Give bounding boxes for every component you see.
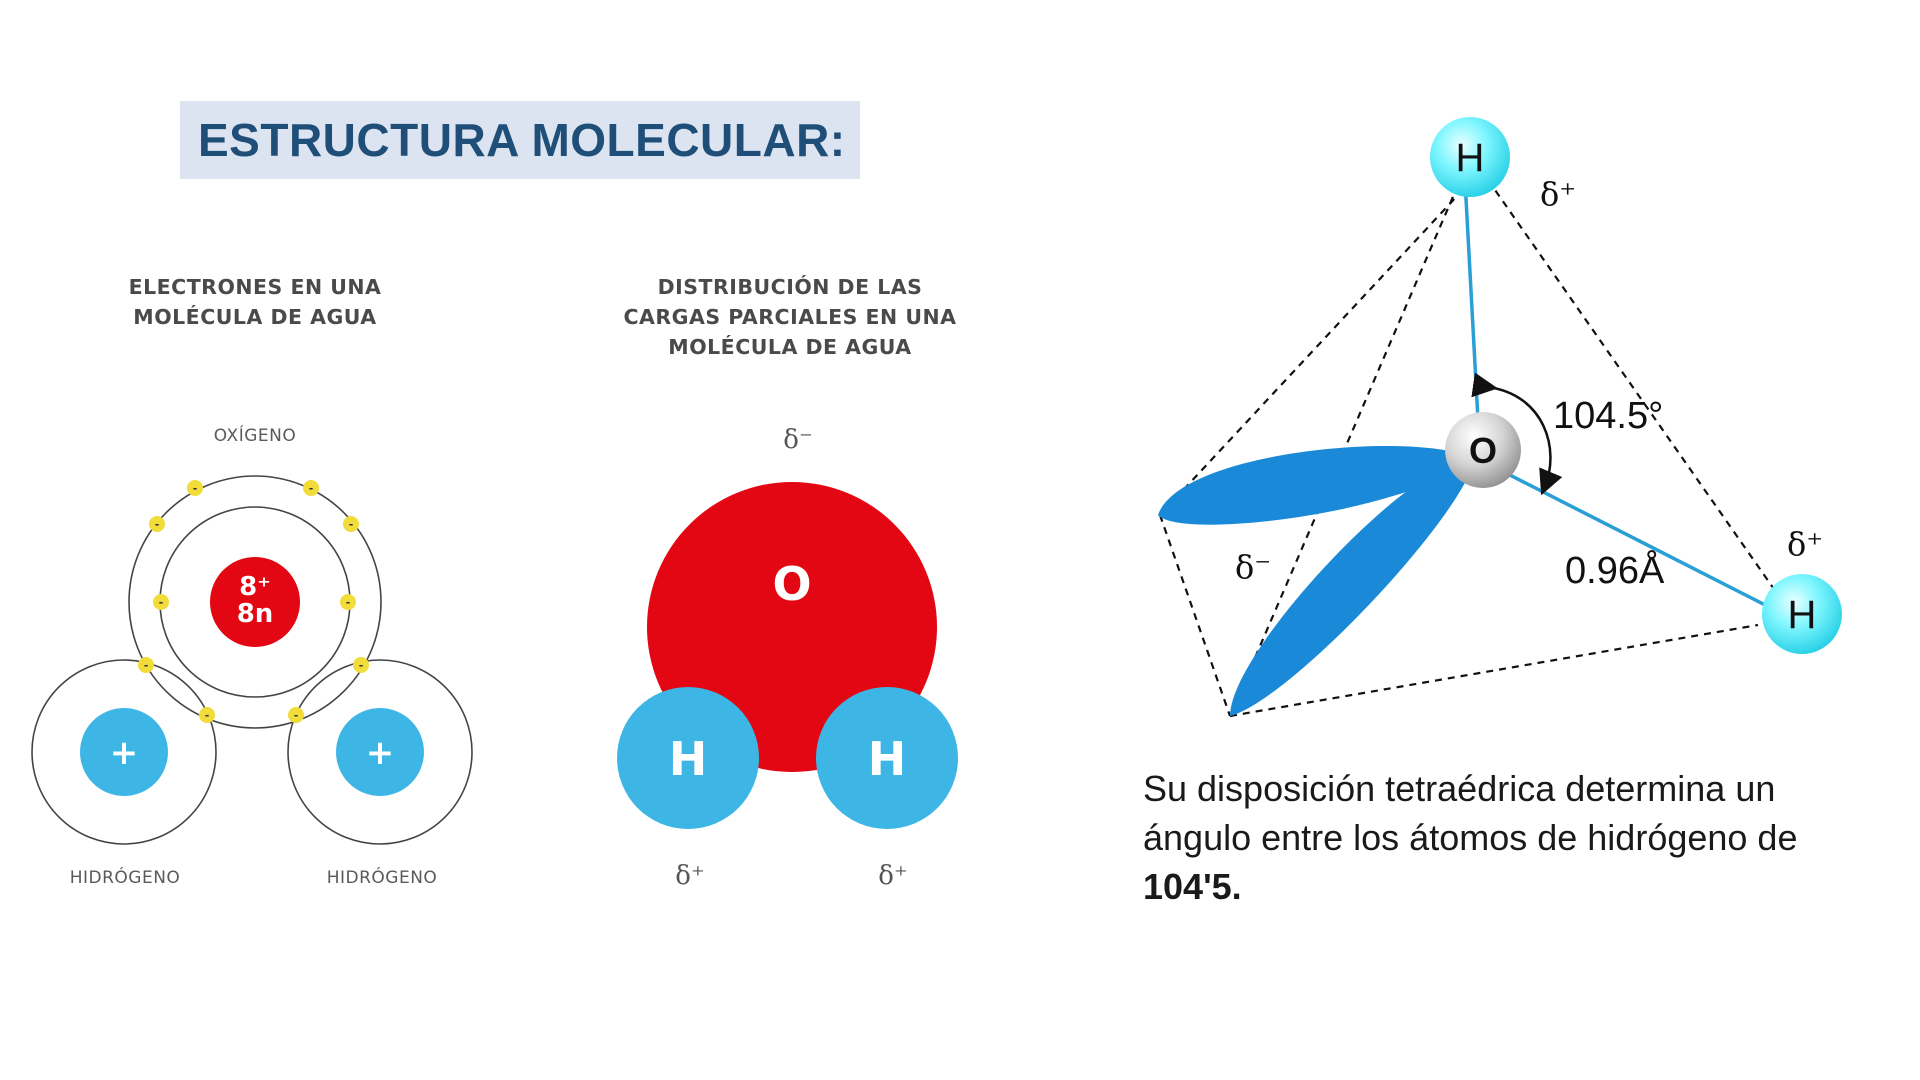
hydrogen-right-delta-plus: δ⁺ (878, 861, 907, 891)
oxygen-tetra-atom (1445, 412, 1521, 488)
electron-minus-sign: - (359, 659, 364, 672)
electron-minus-sign: - (294, 709, 299, 722)
electron-minus-sign: - (155, 518, 160, 531)
angle-arc (1471, 372, 1563, 496)
electron-dot (199, 707, 215, 723)
electron-caption-line2: MOLÉCULA DE AGUA (133, 305, 377, 329)
lone-pair-delta-minus: δ⁻ (1235, 548, 1271, 586)
edge-left-bottom (1158, 514, 1232, 717)
electron-dot (288, 707, 304, 723)
hydrogen-right-tetra-atom (1762, 574, 1842, 654)
hydrogen-left-plus: + (110, 733, 139, 773)
hydrogen-right-symbol: H (868, 732, 907, 786)
charge-caption-line2: CARGAS PARCIALES EN UNA (623, 305, 957, 329)
hydrogen-left-shell (31, 659, 217, 845)
oxygen-nucleus (210, 557, 300, 647)
hydrogen-right-plus: + (366, 733, 395, 773)
oxygen-tetra-symbol: O (1469, 430, 1497, 471)
oxygen-outer-shell (128, 475, 382, 729)
hydrogen-right-proton (336, 708, 424, 796)
description-text: Su disposición tetraédrica determina un … (1143, 764, 1863, 911)
edge-top-left (1159, 179, 1473, 516)
electron-dot (353, 657, 369, 673)
electron-dot (149, 516, 165, 532)
edge-top-right (1487, 179, 1791, 613)
electron-diagram-caption: ELECTRONES EN UNA MOLÉCULA DE AGUA (90, 272, 420, 332)
charge-diagram-caption: DISTRIBUCIÓN DE LAS CARGAS PARCIALES EN … (595, 272, 985, 362)
lone-pair-lobe-upper (1158, 446, 1475, 525)
nucleus-neutrons: 8n (237, 599, 274, 629)
hydrogen-left-label: HIDRÓGENO (69, 868, 181, 888)
electron-dot (340, 594, 356, 610)
electron-minus-sign: - (193, 482, 198, 495)
hydrogen-right-atom (816, 687, 958, 829)
oxygen-delta-minus: δ⁻ (783, 425, 812, 455)
electron-dot (187, 480, 203, 496)
bond-o-h-top (1463, 179, 1480, 421)
hydrogen-right-shell (287, 659, 473, 845)
hydrogen-left-symbol: H (669, 732, 708, 786)
hydrogen-left-atom (617, 687, 759, 829)
tetrahedral-diagram: H H O 104.5° 0.96Å δ⁺ δ⁺ δ⁻ (1158, 117, 1842, 718)
electron-minus-sign: - (159, 596, 164, 609)
slide-title-box: ESTRUCTURA MOLECULAR: (180, 101, 860, 179)
bond-length-label: 0.96Å (1565, 548, 1665, 592)
top-hydrogen-delta-plus: δ⁺ (1540, 175, 1576, 213)
electron-dot (153, 594, 169, 610)
description-angle-value: 104'5. (1143, 866, 1242, 907)
electron-minus-sign: - (349, 518, 354, 531)
electron-minus-sign: - (144, 659, 149, 672)
electron-dot (343, 516, 359, 532)
charge-diagram: δ⁻ O H H δ⁺ δ⁺ (617, 425, 958, 891)
hydrogen-right-label: HIDRÓGENO (326, 868, 438, 888)
electron-dot (303, 480, 319, 496)
hydrogen-left-proton (80, 708, 168, 796)
lone-pair-lobe-lower (1230, 458, 1475, 716)
electrons: - - - - - - - - - - (138, 480, 369, 723)
hydrogen-left-delta-plus: δ⁺ (675, 861, 704, 891)
hydrogen-top-atom (1430, 117, 1510, 197)
electron-minus-sign: - (309, 482, 314, 495)
electron-caption-line1: ELECTRONES EN UNA (128, 275, 382, 299)
description-body: Su disposición tetraédrica determina un … (1143, 768, 1798, 858)
nucleus-protons: 8⁺ (239, 572, 271, 602)
electron-minus-sign: - (205, 709, 210, 722)
slide-title: ESTRUCTURA MOLECULAR: (198, 114, 846, 166)
right-hydrogen-delta-plus: δ⁺ (1787, 525, 1823, 563)
electron-diagram: 8⁺ 8n + + - - - - - - - - - - (31, 475, 473, 845)
charge-caption-line3: MOLÉCULA DE AGUA (668, 335, 912, 359)
electron-minus-sign: - (346, 596, 351, 609)
electron-dot (138, 657, 154, 673)
hydrogen-right-tetra-symbol: H (1788, 593, 1817, 637)
hydrogen-top-symbol: H (1456, 136, 1485, 180)
angle-label: 104.5° (1553, 395, 1663, 437)
edge-bottom-right (1229, 623, 1759, 718)
oxygen-symbol-red: O (772, 557, 811, 611)
charge-caption-line1: DISTRIBUCIÓN DE LAS (657, 275, 923, 299)
oxygen-label: OXÍGENO (213, 426, 297, 446)
